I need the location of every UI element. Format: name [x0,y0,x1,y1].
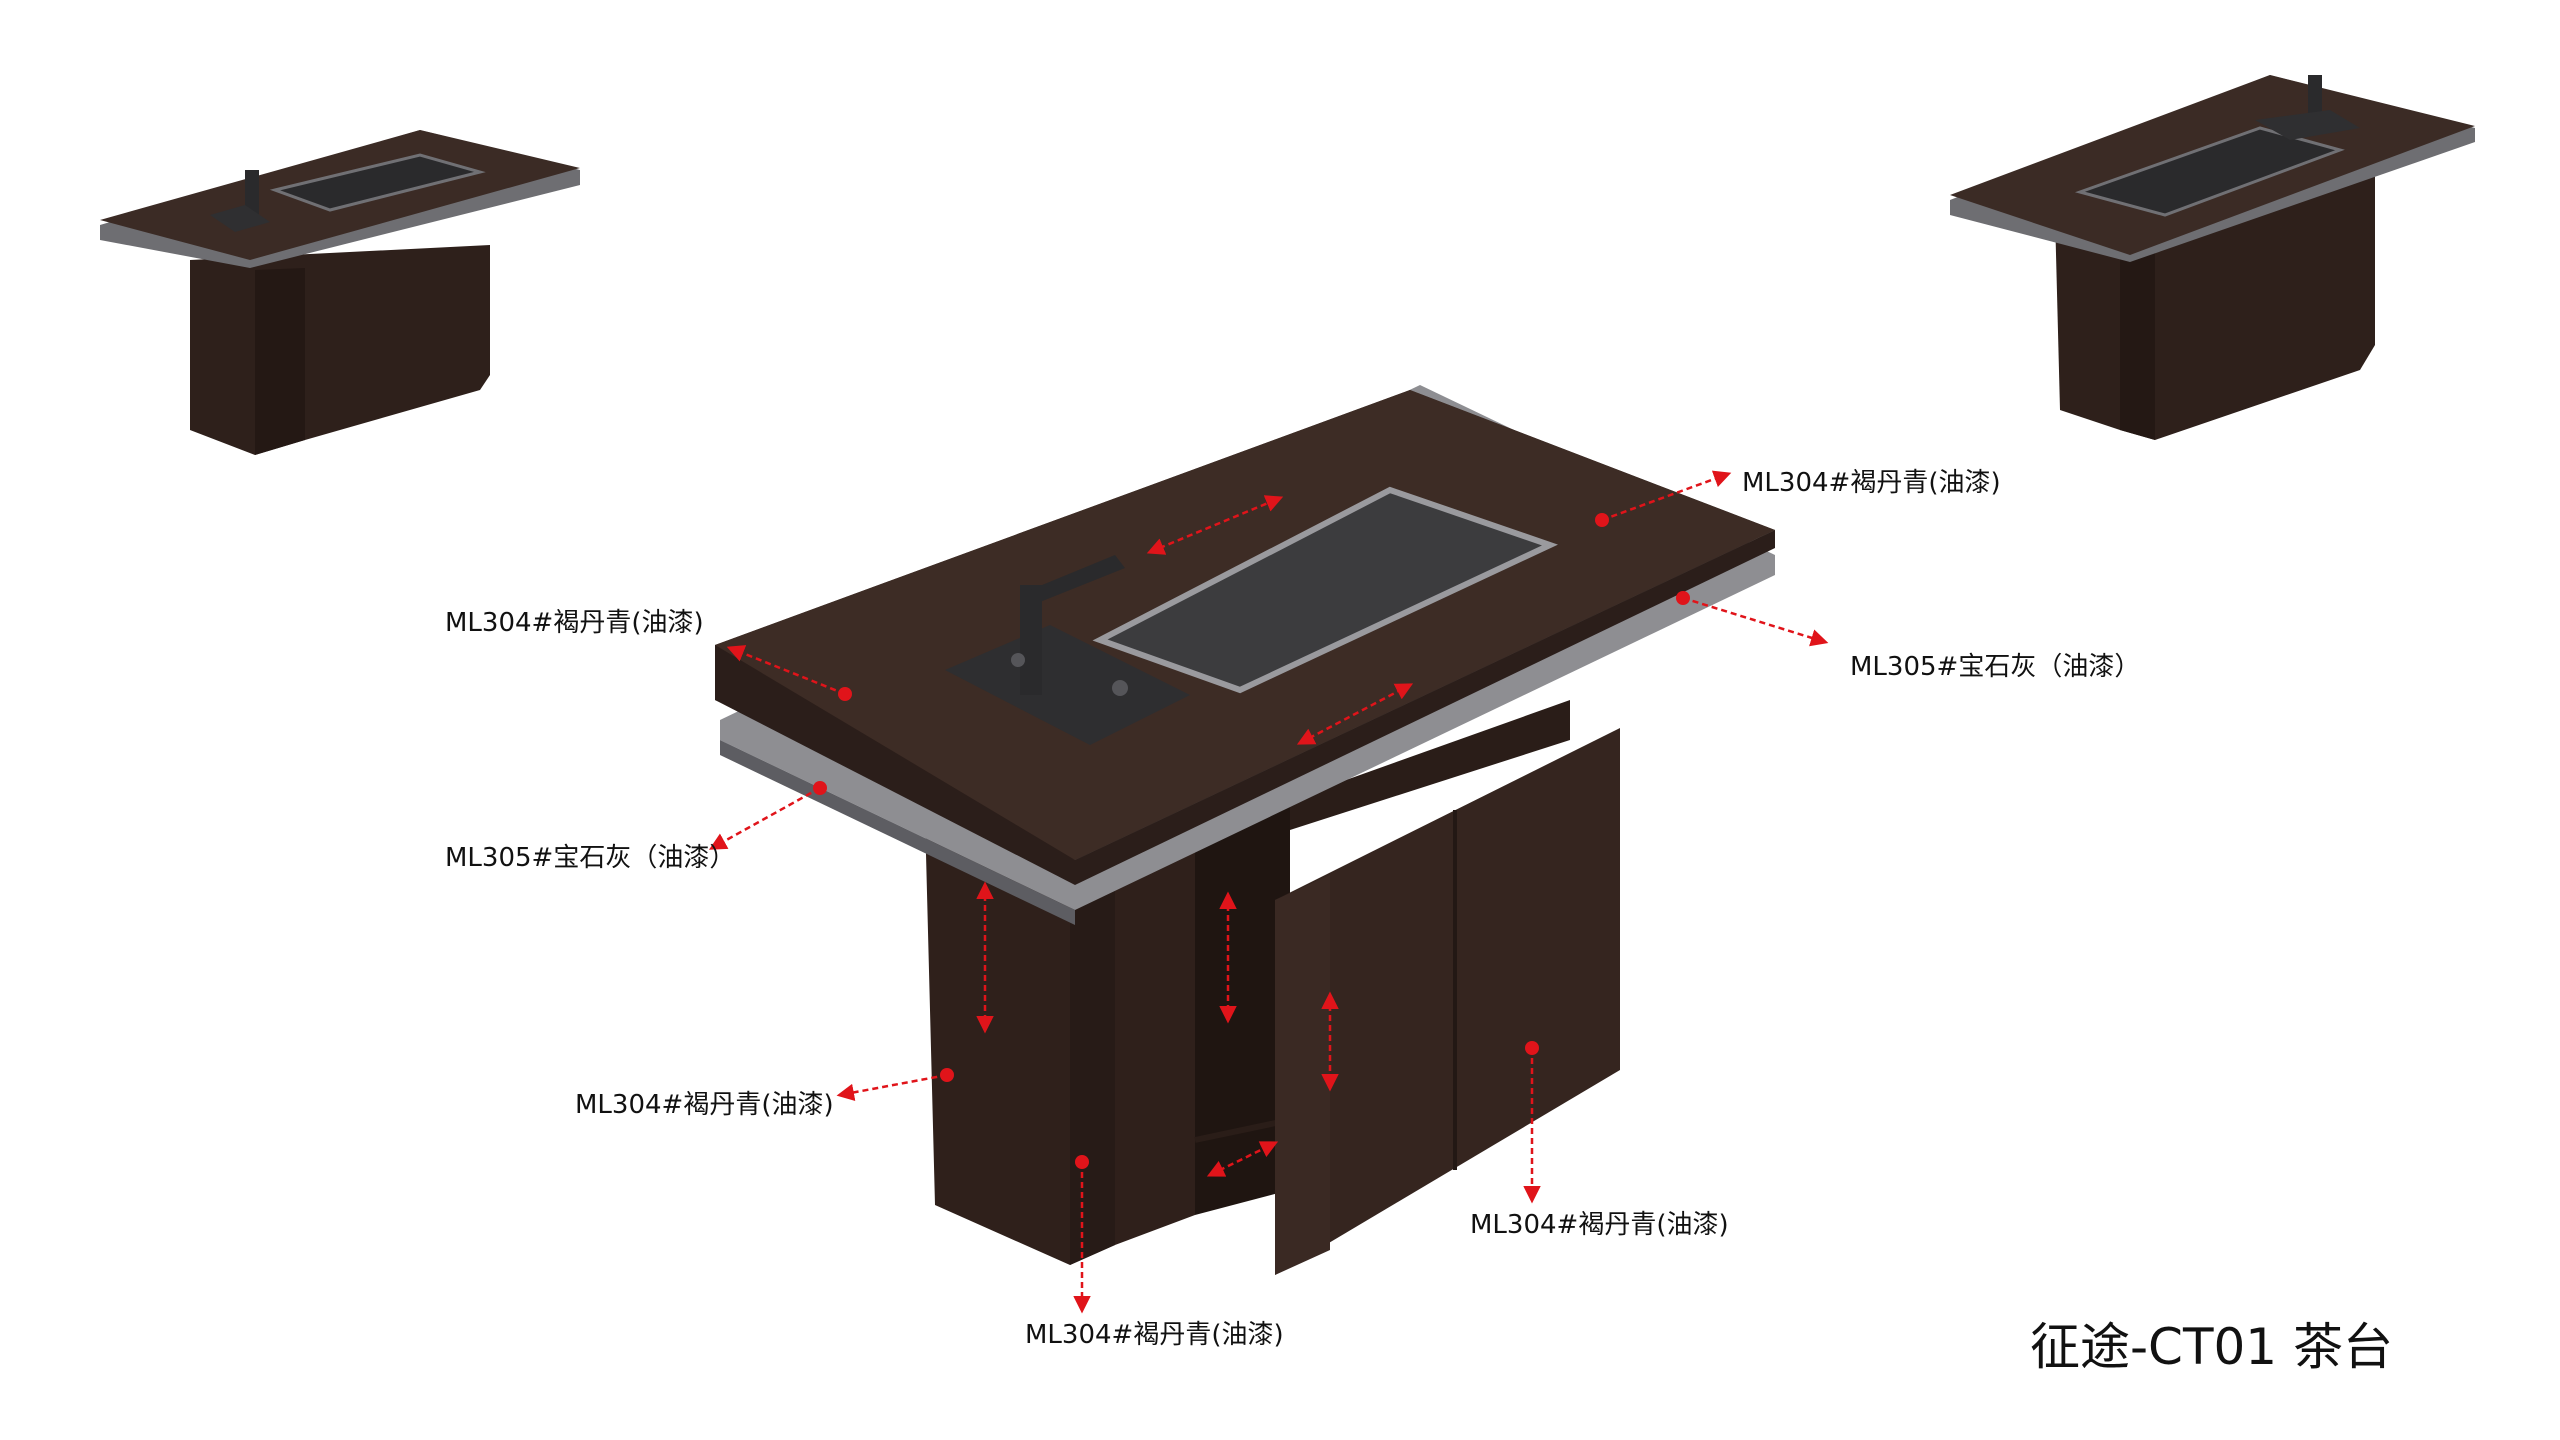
label-top-left: ML304#褐丹青(油漆) [445,608,704,638]
label-edge-left: ML305#宝石灰（油漆） [445,843,736,873]
callout-edge-left [708,781,827,850]
main-tea-table [715,385,1775,1275]
callout-edge-right [1676,591,1829,647]
callout-door-right [1523,1041,1541,1204]
callout-top-right [1595,470,1732,527]
callout-body-left [836,1068,954,1102]
label-edge-right: ML305#宝石灰（油漆） [1850,652,2141,682]
callout-base-front [1073,1155,1091,1314]
thumbnail-left-tea-table [100,130,580,455]
label-top-right: ML304#褐丹青(油漆) [1742,468,2001,498]
callout-top-left [726,645,852,701]
label-base-front: ML304#褐丹青(油漆) [1025,1320,1284,1350]
thumbnail-right-tea-table [1950,75,2475,440]
label-door-right: ML304#褐丹青(油漆) [1470,1210,1729,1240]
diagram-title: 征途-CT01 茶台 [2030,1318,2394,1376]
label-body-left: ML304#褐丹青(油漆) [575,1090,834,1120]
grain-arrows [976,495,1414,1177]
